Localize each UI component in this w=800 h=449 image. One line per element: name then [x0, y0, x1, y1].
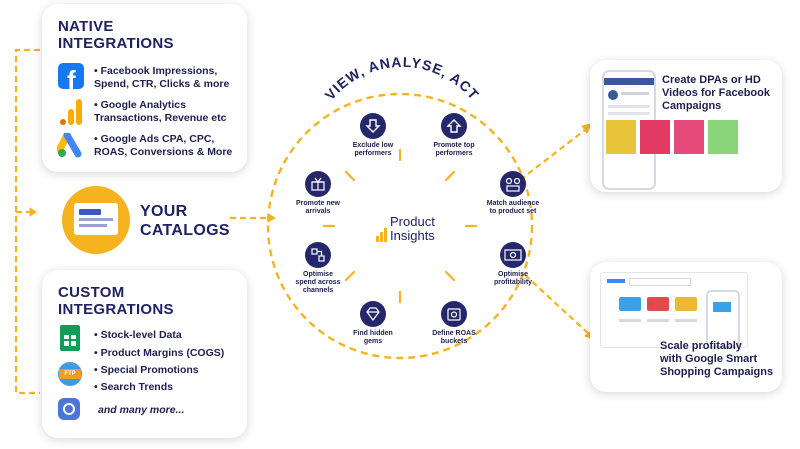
exclude-low-node: [360, 113, 386, 139]
svg-text:VIEW, ANALYSE, ACT: VIEW, ANALYSE, ACT: [322, 54, 483, 103]
native-integrations-card: NATIVE INTEGRATIONS f • Facebook Impress…: [42, 4, 247, 172]
promote-new-label: Promote new arrivals: [281, 200, 355, 216]
define-roas-label: Define ROAS buckets: [417, 330, 491, 346]
optimise-spend-label-line3: channels: [302, 287, 334, 294]
logo-bars-icon: [376, 228, 390, 242]
catalogs-title-line2: CATALOGS: [140, 222, 230, 239]
audience-icon: [505, 177, 521, 192]
promote-new-label-line2: arrivals: [305, 208, 331, 215]
promote-new-label-line1: Promote new: [296, 200, 340, 207]
catalogs-title-line1: YOUR: [140, 203, 188, 220]
catalogs-badge: [62, 186, 130, 254]
gift-icon: [311, 177, 325, 191]
custom-item-trends: • Search Trends: [94, 381, 173, 393]
google-analytics-icon: [60, 99, 84, 125]
native-title-line1: NATIVE: [58, 18, 114, 35]
google-output-line1: Scale profitably: [660, 340, 742, 352]
native-item-google-ads: • Google Ads CPA, CPC, ROAS, Conversions…: [94, 133, 232, 159]
promote-top-label-line2: performers: [435, 150, 473, 157]
custom-item-promotions: • Special Promotions: [94, 364, 199, 376]
google-phone-mockup: [706, 290, 740, 348]
hidden-gems-label-line1: Find hidden: [353, 330, 393, 337]
optimise-spend-label-line1: Optimise: [303, 271, 333, 278]
native-title-line2: INTEGRATIONS: [58, 35, 174, 52]
native-item-analytics: • Google Analytics Transactions, Revenue…: [94, 99, 226, 125]
native-item-facebook-line1: • Facebook Impressions,: [94, 65, 218, 77]
bigquery-icon: [58, 398, 80, 420]
optimise-spend-label: Optimise spend across channels: [281, 271, 355, 295]
match-audience-label-line2: to product set: [489, 208, 537, 215]
catalog-window-icon: [74, 203, 118, 235]
diamond-icon: [366, 307, 380, 321]
hidden-gems-label-line2: gems: [363, 338, 383, 345]
optimise-profitability-node: [500, 242, 526, 268]
logo-text-product: Product: [390, 214, 435, 229]
match-audience-node: [500, 171, 526, 197]
custom-integrations-card: CUSTOM INTEGRATIONS • Stock-level Data •…: [42, 270, 247, 438]
native-title: NATIVE INTEGRATIONS: [58, 18, 174, 52]
match-audience-label-line1: Match audience: [486, 200, 540, 207]
optimise-profitability-label-line2: profitability: [493, 279, 533, 286]
native-item-facebook: • Facebook Impressions, Spend, CTR, Clic…: [94, 65, 229, 91]
channels-icon: [311, 248, 325, 262]
product-insights-logo-circle: Product Insights: [360, 188, 442, 270]
native-item-facebook-line2: Spend, CTR, Clicks & more: [94, 78, 230, 90]
custom-title: CUSTOM INTEGRATIONS: [58, 284, 174, 318]
google-output-line3: Shopping Campaigns: [660, 366, 774, 378]
google-output-text: Scale profitably with Google Smart Shopp…: [660, 340, 773, 379]
insights-ring: [266, 92, 534, 360]
facebook-output-line3: Campaigns: [662, 100, 722, 112]
arrow-down-icon: [365, 119, 381, 133]
custom-title-line2: INTEGRATIONS: [58, 301, 174, 318]
hidden-gems-label: Find hidden gems: [336, 330, 410, 346]
optimise-profitability-label: Optimise profitability: [476, 271, 550, 287]
define-roas-label-line1: Define ROAS: [432, 330, 476, 337]
arc-title: VIEW, ANALYSE, ACT: [322, 54, 483, 103]
buckets-icon: [447, 308, 461, 321]
google-output-card: Scale profitably with Google Smart Shopp…: [590, 262, 782, 392]
promote-top-label-line1: Promote top: [433, 142, 475, 149]
arc-title-text: VIEW, ANALYSE, ACT: [322, 54, 482, 103]
exclude-low-label-line2: performers: [354, 150, 392, 157]
arrow-up-icon: [446, 119, 462, 133]
facebook-icon: f: [58, 63, 84, 89]
ftp-icon: FTP: [58, 362, 82, 386]
exclude-low-label-line1: Exclude low: [352, 142, 394, 149]
match-audience-label: Match audience to product set: [476, 200, 550, 216]
facebook-output-card: Create DPAs or HD Videos for Facebook Ca…: [590, 60, 782, 192]
exclude-low-label: Exclude low performers: [336, 142, 410, 158]
native-item-google-ads-line1: • Google Ads CPA, CPC,: [94, 133, 215, 145]
facebook-output-text: Create DPAs or HD Videos for Facebook Ca…: [662, 74, 770, 113]
facebook-output-line1: Create DPAs or HD: [662, 74, 761, 86]
optimise-spend-label-line2: spend across: [295, 279, 341, 286]
custom-item-margins: • Product Margins (COGS): [94, 347, 225, 359]
native-item-analytics-line1: • Google Analytics: [94, 99, 186, 111]
custom-title-line1: CUSTOM: [58, 284, 125, 301]
promote-top-label: Promote top performers: [417, 142, 491, 158]
optimise-profitability-label-line1: Optimise: [498, 271, 528, 278]
money-icon: [504, 249, 522, 261]
custom-more-text: and many more...: [98, 404, 185, 416]
define-roas-node: [441, 301, 467, 327]
facebook-output-line2: Videos for Facebook: [662, 87, 770, 99]
google-sheets-icon: [60, 325, 80, 351]
catalogs-title: YOUR CATALOGS: [140, 202, 230, 240]
custom-item-stock: • Stock-level Data: [94, 329, 182, 341]
google-output-line2: with Google Smart: [660, 353, 758, 365]
native-item-google-ads-line2: ROAS, Conversions & More: [94, 146, 233, 158]
native-item-analytics-line2: Transactions, Revenue etc: [94, 112, 227, 124]
google-ads-icon: [57, 133, 82, 158]
logo-text-insights: Insights: [390, 228, 435, 243]
hidden-gems-node: [360, 301, 386, 327]
promote-top-node: [441, 113, 467, 139]
define-roas-label-line2: buckets: [440, 338, 468, 345]
promote-new-node: [305, 171, 331, 197]
facebook-product-carousel: [606, 120, 741, 154]
optimise-spend-node: [305, 242, 331, 268]
